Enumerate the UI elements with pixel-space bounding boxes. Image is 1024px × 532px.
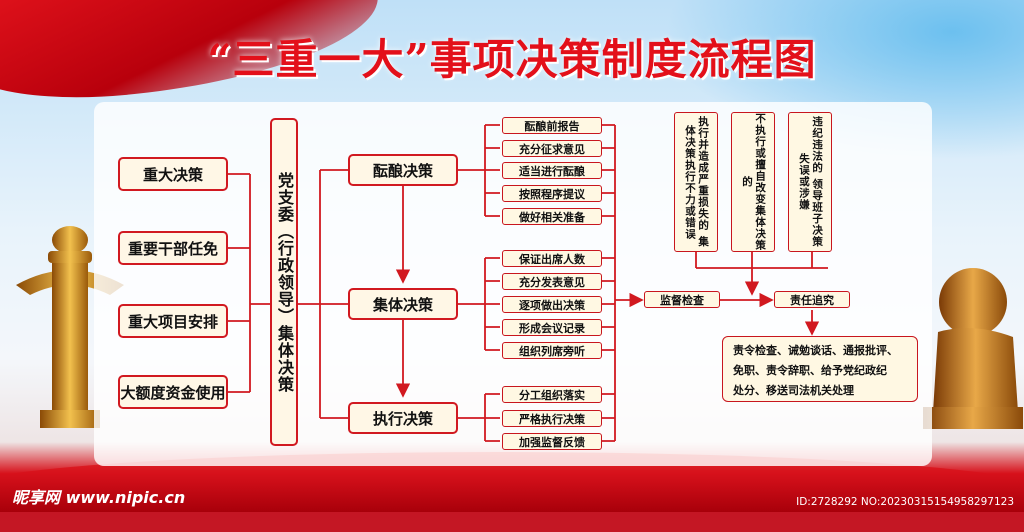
step-strict-execute: 严格执行决策 <box>502 410 602 427</box>
step-proper-brewing: 适当进行酝酿 <box>502 162 602 179</box>
stone-lion-image <box>923 268 1023 429</box>
page-title: “三重一大”事项决策制度流程图 <box>207 35 817 84</box>
stage1-steps-connector <box>458 124 500 217</box>
item-fund-usage: 大额度资金使用 <box>118 375 228 409</box>
penalty-line-2: 免职、责令辞职、给予党纪政纪 <box>733 364 887 377</box>
penalty-result-box: 责令检查、诫勉谈话、通报批评、 免职、责令辞职、给予党纪政纪 处分、移送司法机关… <box>722 336 918 402</box>
party-committee-box: 党支委（行政领导）集体决策 <box>270 118 298 446</box>
step-decide-item-by-item: 逐项做出决策 <box>502 296 602 313</box>
item-cadre-appointment: 重要干部任免 <box>118 231 228 265</box>
violations-collector <box>695 252 828 269</box>
step-meeting-record: 形成会议记录 <box>502 319 602 336</box>
penalty-line-3: 处分、移送司法机关处理 <box>733 384 854 397</box>
step-propose-by-procedure: 按照程序提议 <box>502 185 602 202</box>
violation-change-decision: 不执行或擅自改变集体决策的 <box>731 112 775 252</box>
penalty-line-1: 责令检查、诫勉谈话、通报批评、 <box>733 344 898 357</box>
party-connector <box>297 169 348 419</box>
step-ensure-attendance: 保证出席人数 <box>502 250 602 267</box>
stage-brewing-decision: 酝酿决策 <box>348 154 458 186</box>
watermark-right: ID:2728292 NO:20230315154958297123 <box>796 496 1014 508</box>
steps-collector <box>602 124 616 442</box>
items-connector <box>228 173 270 393</box>
step-report-before-brewing: 酝酿前报告 <box>502 117 602 134</box>
connector-lines <box>228 124 828 442</box>
step-observers: 组织列席旁听 <box>502 342 602 359</box>
accountability-box: 责任追究 <box>774 291 850 308</box>
supervision-box: 监督检查 <box>644 291 720 308</box>
step-supervise-feedback: 加强监督反馈 <box>502 433 602 450</box>
stage-collective-decision: 集体决策 <box>348 288 458 320</box>
item-project-arrangement: 重大项目安排 <box>118 304 228 338</box>
violation-execution-loss: 执行并造成严重损失的 集体决策执行不力或错误 <box>674 112 718 252</box>
step-assign-implement: 分工组织落实 <box>502 386 602 403</box>
violation-discipline: 违纪违法的 领导班子决策失误或涉嫌 <box>788 112 832 252</box>
step-solicit-opinions: 充分征求意见 <box>502 140 602 157</box>
watermark-left: 昵享网 www.nipic.cn <box>12 488 186 507</box>
stage3-steps-connector <box>458 393 500 442</box>
item-major-decision: 重大决策 <box>118 157 228 191</box>
stage-execute-decision: 执行决策 <box>348 402 458 434</box>
step-express-opinions: 充分发表意见 <box>502 273 602 290</box>
stage2-steps-connector <box>458 257 500 351</box>
step-prepare: 做好相关准备 <box>502 208 602 225</box>
